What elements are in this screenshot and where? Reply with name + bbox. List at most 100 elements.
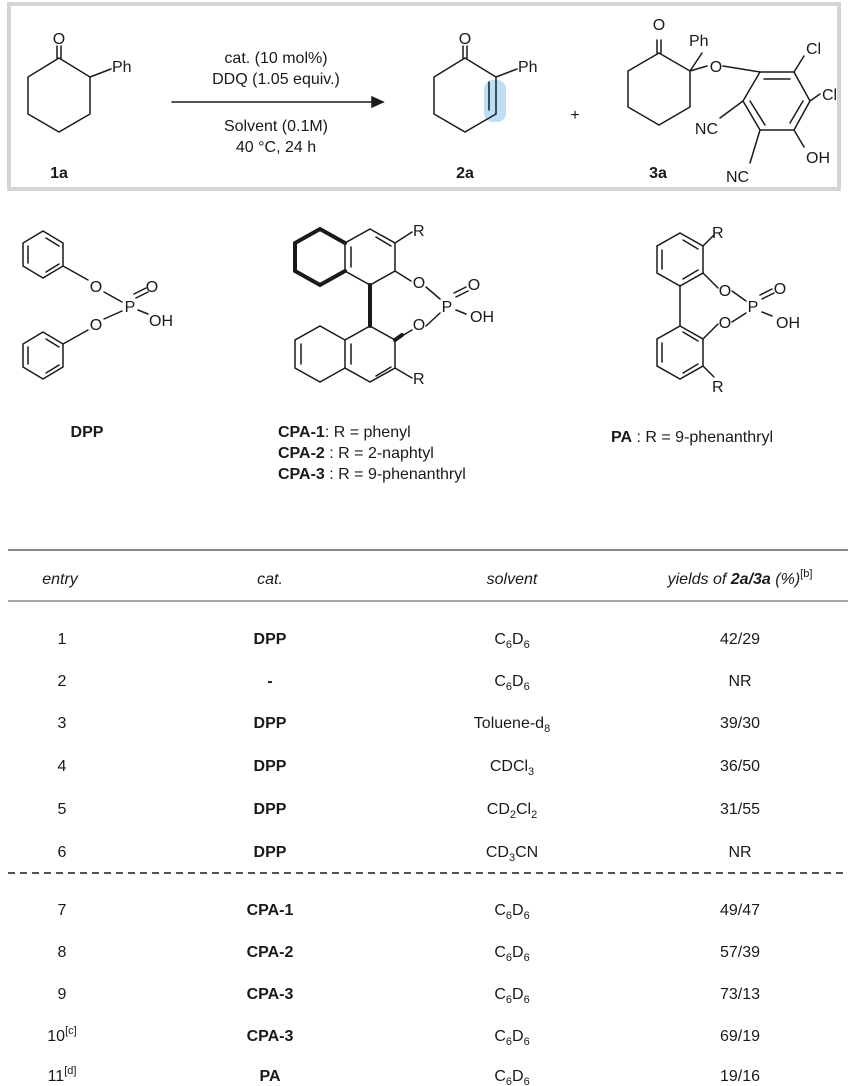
header-yields: yields of 2a/3a (%)[b] (667, 568, 813, 588)
cpa-structure (293, 226, 469, 383)
table-row: 2 - C6D6 NR (58, 673, 752, 693)
solvent-subscript: 6 (506, 1076, 512, 1086)
solvent-subscript: 6 (524, 1036, 530, 1048)
entry-footnote: [c] (65, 1025, 77, 1037)
byproduct-phenyl-label: Ph (689, 33, 709, 50)
cpa-r-bottom: R (413, 371, 425, 388)
byproduct-3a-structure (627, 39, 821, 164)
yields-cell: 57/39 (720, 944, 760, 961)
header-yields-compounds: 2a/3a (730, 571, 771, 588)
yields-cell: 36/50 (720, 758, 760, 775)
catalyst-cell: CPA-3 (247, 1028, 294, 1045)
pa-r-bottom: R (712, 379, 724, 396)
yields-cell: NR (728, 844, 751, 861)
solvent-text: C (494, 673, 506, 690)
catalyst-cell: DPP (254, 801, 287, 818)
solvent-text: D (512, 944, 524, 961)
solvent-cell: C6D6 (494, 1028, 529, 1048)
catalyst-structures: O P O OH O DPP R O P O OH O R R O P O OH… (22, 223, 800, 483)
catalyst-cell: - (267, 673, 272, 690)
catalyst-cell: DPP (254, 631, 287, 648)
header-yields-footnote: [b] (800, 568, 812, 580)
substrate-carbonyl-o: O (53, 31, 65, 48)
product-label: 2a (456, 165, 474, 182)
solvent-subscript: 6 (524, 994, 530, 1006)
product-phenyl-label: Ph (518, 59, 538, 76)
pa-o-3: O (719, 315, 731, 332)
reaction-arrow (171, 95, 385, 109)
header-yields-post: (%) (771, 571, 800, 588)
solvent-subscript: 6 (524, 910, 530, 922)
entry-cell: 4 (58, 758, 67, 775)
dpp-oh: OH (149, 313, 173, 330)
catalyst-cell: CPA-1 (247, 902, 294, 919)
solvent-text: C (494, 1068, 506, 1085)
product-carbonyl-o: O (459, 31, 471, 48)
cpa-o-1: O (413, 275, 425, 292)
solvent-cell: CD3CN (486, 844, 538, 864)
solvent-subscript: 6 (506, 952, 512, 964)
entry-number: 9 (58, 986, 67, 1003)
solvent-subscript: 3 (528, 766, 534, 778)
cpa-3-substituent: : R = 9-phenanthryl (325, 466, 466, 483)
solvent-cell: C6D6 (494, 631, 529, 651)
dpp-structure (22, 230, 149, 380)
solvent-text: D (512, 986, 524, 1003)
cpa-r-top: R (413, 223, 425, 240)
solvent-cell: C6D6 (494, 673, 529, 693)
entry-number: 3 (58, 715, 67, 732)
entry-cell: 7 (58, 902, 67, 919)
solvent-text: CN (515, 844, 538, 861)
entry-footnote: [d] (64, 1065, 76, 1077)
cpa-p: P (442, 299, 453, 316)
header-yields-pre: yields of (667, 571, 731, 588)
byproduct-cn-2: NC (726, 169, 749, 186)
cpa-2-definition: CPA-2 : R = 2-naphtyl (278, 445, 434, 462)
header-catalyst: cat. (257, 571, 283, 588)
solvent-text: D (512, 673, 524, 690)
entry-cell: 1 (58, 631, 67, 648)
yields-cell: 31/55 (720, 801, 760, 818)
dpp-o-1: O (90, 279, 102, 296)
substrate-label: 1a (50, 165, 68, 182)
pa-o-2: O (774, 281, 786, 298)
yields-cell: 73/13 (720, 986, 760, 1003)
solvent-text: CDCl (490, 758, 528, 775)
yields-cell: NR (728, 673, 751, 690)
conditions-below-2: 40 °C, 24 h (236, 139, 316, 156)
pa-name: PA (611, 429, 632, 446)
solvent-text: D (512, 1028, 524, 1045)
solvent-text: Cl (516, 801, 531, 818)
entry-cell: 2 (58, 673, 67, 690)
cpa-2-name: CPA-2 (278, 445, 325, 462)
pa-oh: OH (776, 315, 800, 332)
solvent-text: D (512, 631, 524, 648)
solvent-subscript: 6 (506, 639, 512, 651)
solvent-subscript: 6 (524, 952, 530, 964)
pa-definition: PA : R = 9-phenanthryl (611, 429, 773, 446)
plus-sign: + (570, 107, 579, 124)
entry-cell: 6 (58, 844, 67, 861)
solvent-text: C (494, 631, 506, 648)
dpp-o-2: O (146, 279, 158, 296)
solvent-text: Toluene-d (474, 715, 544, 732)
solvent-cell: C6D6 (494, 902, 529, 922)
solvent-text: CD (487, 801, 510, 818)
solvent-subscript: 3 (509, 852, 515, 864)
reaction-scheme-box (7, 2, 841, 191)
solvent-subscript: 2 (531, 809, 537, 821)
cpa-1-definition: CPA-1: R = phenyl (278, 424, 411, 441)
yields-cell: 42/29 (720, 631, 760, 648)
solvent-cell: Toluene-d8 (474, 715, 550, 735)
dpp-label: DPP (71, 424, 104, 441)
entry-number: 5 (58, 801, 67, 818)
catalyst-cell: CPA-2 (247, 944, 294, 961)
pa-o-1: O (719, 283, 731, 300)
yields-cell: 19/16 (720, 1068, 760, 1085)
byproduct-oh: OH (806, 150, 830, 167)
